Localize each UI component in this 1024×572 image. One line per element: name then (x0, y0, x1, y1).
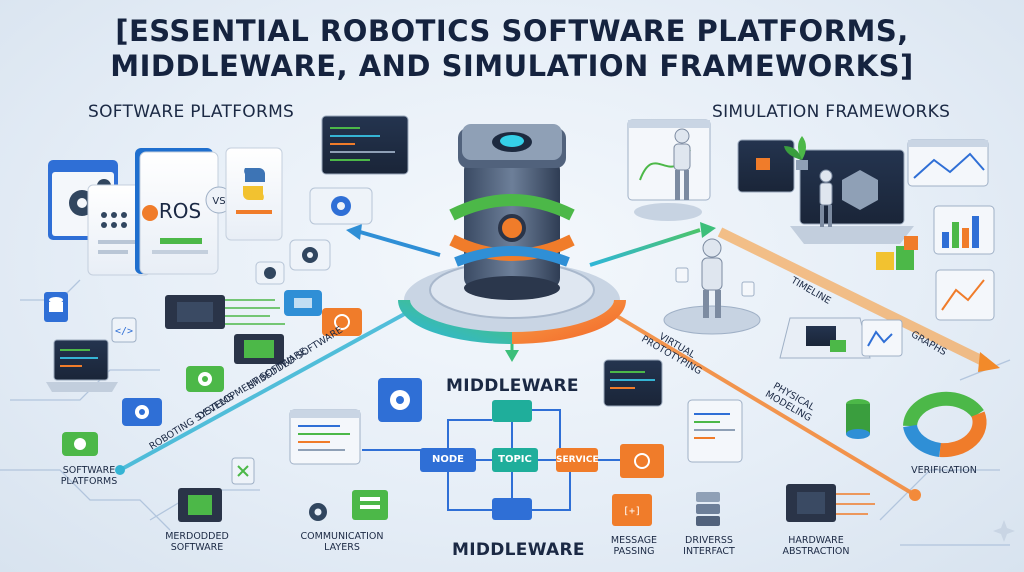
beam-right-orange (588, 298, 921, 501)
tile-orange-mid (322, 308, 362, 336)
gear-tile-green-left (186, 366, 224, 392)
arrow-to-software (346, 224, 441, 257)
label-software-platforms-small: SOFTWARE PLATFORMS (60, 465, 118, 487)
flow-service-box: SERVICE (556, 448, 599, 472)
monitor-right-mid (603, 359, 663, 407)
database-cylinder (846, 399, 870, 439)
sparkle-icon (993, 520, 1015, 542)
simulation-laptop (790, 149, 914, 244)
chip-bottom-left (178, 488, 222, 522)
robot-figure-top (673, 128, 691, 200)
beam-left-blue (115, 298, 431, 475)
graph-window-right (935, 269, 995, 321)
gear-tile-mid (255, 239, 331, 285)
section-software-platforms: SOFTWARE PLATFORMS (88, 102, 295, 122)
server-stack (696, 492, 720, 526)
monitor-3d-top (737, 139, 795, 193)
label-drivers-interfact: DRIVERSS INTERFACT (683, 535, 735, 557)
gear-tile-blue-left (122, 398, 162, 426)
database-tile (44, 292, 68, 322)
beam-timeline-orange (717, 227, 1000, 372)
vs-badge-label: VS (212, 196, 225, 207)
label-merdodded-software: MERDODDED SOFTWARE (165, 531, 229, 553)
flow-topic-box: TOPIC (492, 448, 538, 472)
plant-icon (784, 136, 808, 170)
message-tile-top (620, 444, 664, 478)
laptop-left (46, 339, 118, 392)
flow-node-box: NODE (420, 448, 476, 472)
gear-icon-bottom (309, 503, 327, 521)
gear-tile-small-left (62, 432, 98, 456)
verification-cycle-icon (903, 391, 987, 458)
ros-card-label: ROS (159, 199, 201, 223)
page-title-line-2: MIDDLEWARE, AND SIMULATION FRAMEWORKS] (110, 49, 914, 83)
software-card-calculator (87, 184, 151, 276)
ros-card (135, 148, 219, 275)
processor-chip-right (234, 334, 284, 364)
message-tile-bottom: [+] (612, 494, 652, 526)
flow-node-bottom (492, 498, 532, 520)
chart-window-top-right (907, 139, 989, 187)
cube-blocks (876, 236, 918, 270)
arrow-to-simulation (589, 222, 716, 267)
thread-tile-bottom (231, 457, 255, 485)
tile-blue-mid (284, 290, 322, 316)
flow-connectors (362, 409, 620, 511)
gear-cube-bottom (378, 378, 422, 422)
virtual-robot-platform (663, 238, 761, 335)
page-title-line-1: [ESSENTIAL ROBOTICS SOFTWARE PLATFORMS, (115, 14, 909, 48)
label-communication-layers: COMMUNICATION LAYERS (300, 531, 384, 553)
label-verification: VERIFICATION (911, 465, 977, 476)
chip-right-bottom (786, 484, 875, 522)
processor-chip-left (165, 295, 285, 329)
section-middleware-bottom: MIDDLEWARE (452, 540, 585, 560)
stack-cube-bottom (352, 490, 388, 520)
robot-figure-right (819, 169, 833, 227)
gear-tile-top (309, 187, 373, 225)
code-window-right (687, 399, 743, 463)
section-simulation-frameworks: SIMULATION FRAMEWORKS (712, 102, 951, 122)
python-card (225, 147, 283, 241)
code-tag-tile: </> (111, 317, 137, 343)
label-message-passing: MESSAGE PASSING (610, 535, 658, 557)
code-window-bottom (289, 409, 361, 465)
bar-chart-window (933, 205, 995, 255)
svg-text:</>: </> (115, 326, 133, 337)
label-hardware-abstraction: HARDWARE ABSTRACTION (782, 535, 850, 557)
section-middleware-center: MIDDLEWARE (446, 376, 579, 396)
flow-node-top (492, 400, 532, 422)
central-middleware-tower (398, 124, 626, 344)
svg-text:[+]: [+] (623, 506, 641, 517)
code-monitor-top (321, 115, 409, 175)
physical-modeling-room (779, 317, 903, 359)
simulation-monitor-robot (627, 119, 711, 221)
